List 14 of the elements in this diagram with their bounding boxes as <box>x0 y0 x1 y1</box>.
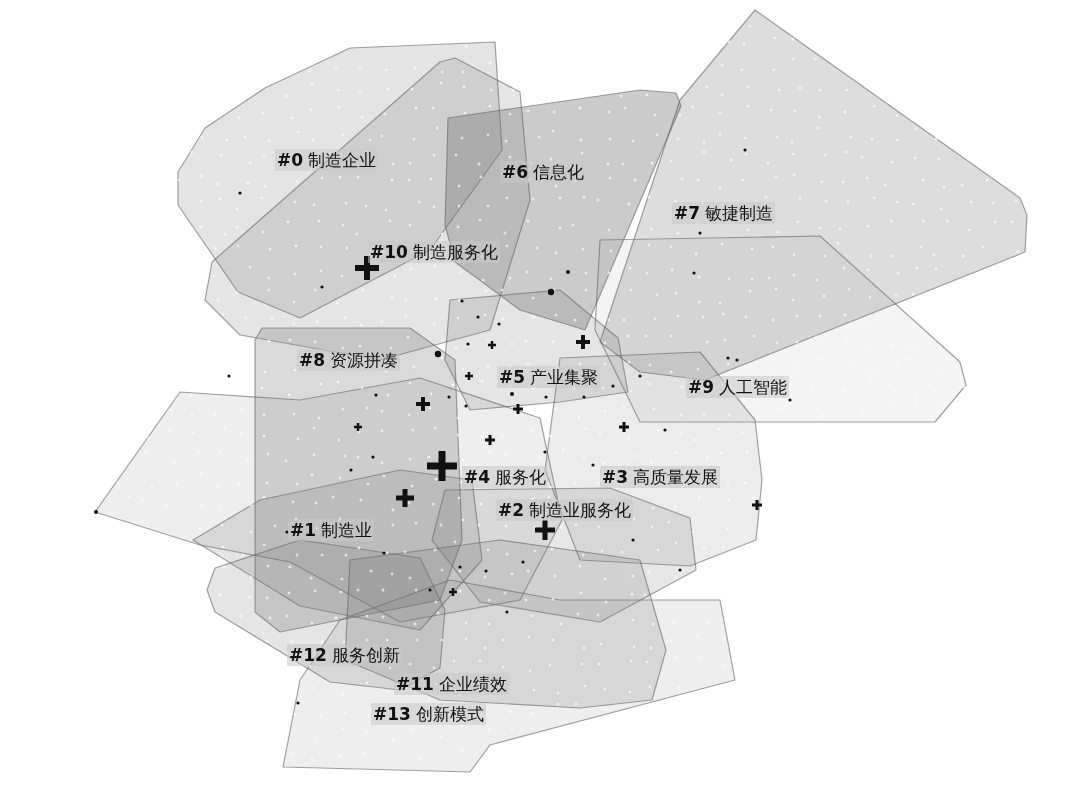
cluster-label: #7 敏捷制造 <box>672 202 776 224</box>
cluster-label: #13 创新模式 <box>371 703 487 725</box>
cluster-label: #0 制造企业 <box>275 149 379 171</box>
cluster-label: #3 高质量发展 <box>600 466 721 488</box>
cluster-label: #12 服务创新 <box>287 644 403 666</box>
cluster-label: #1 制造业 <box>288 519 375 541</box>
cluster-label: #6 信息化 <box>500 161 587 183</box>
cluster-label: #10 制造服务化 <box>368 241 501 263</box>
cluster-label: #5 产业集聚 <box>497 366 601 388</box>
cluster-label: #2 制造业服务化 <box>496 499 634 521</box>
cluster-label: #8 资源拼凑 <box>297 349 401 371</box>
cluster-label: #11 企业绩效 <box>394 673 510 695</box>
cluster-label: #4 服务化 <box>462 466 549 488</box>
cluster-label: #9 人工智能 <box>686 376 790 398</box>
